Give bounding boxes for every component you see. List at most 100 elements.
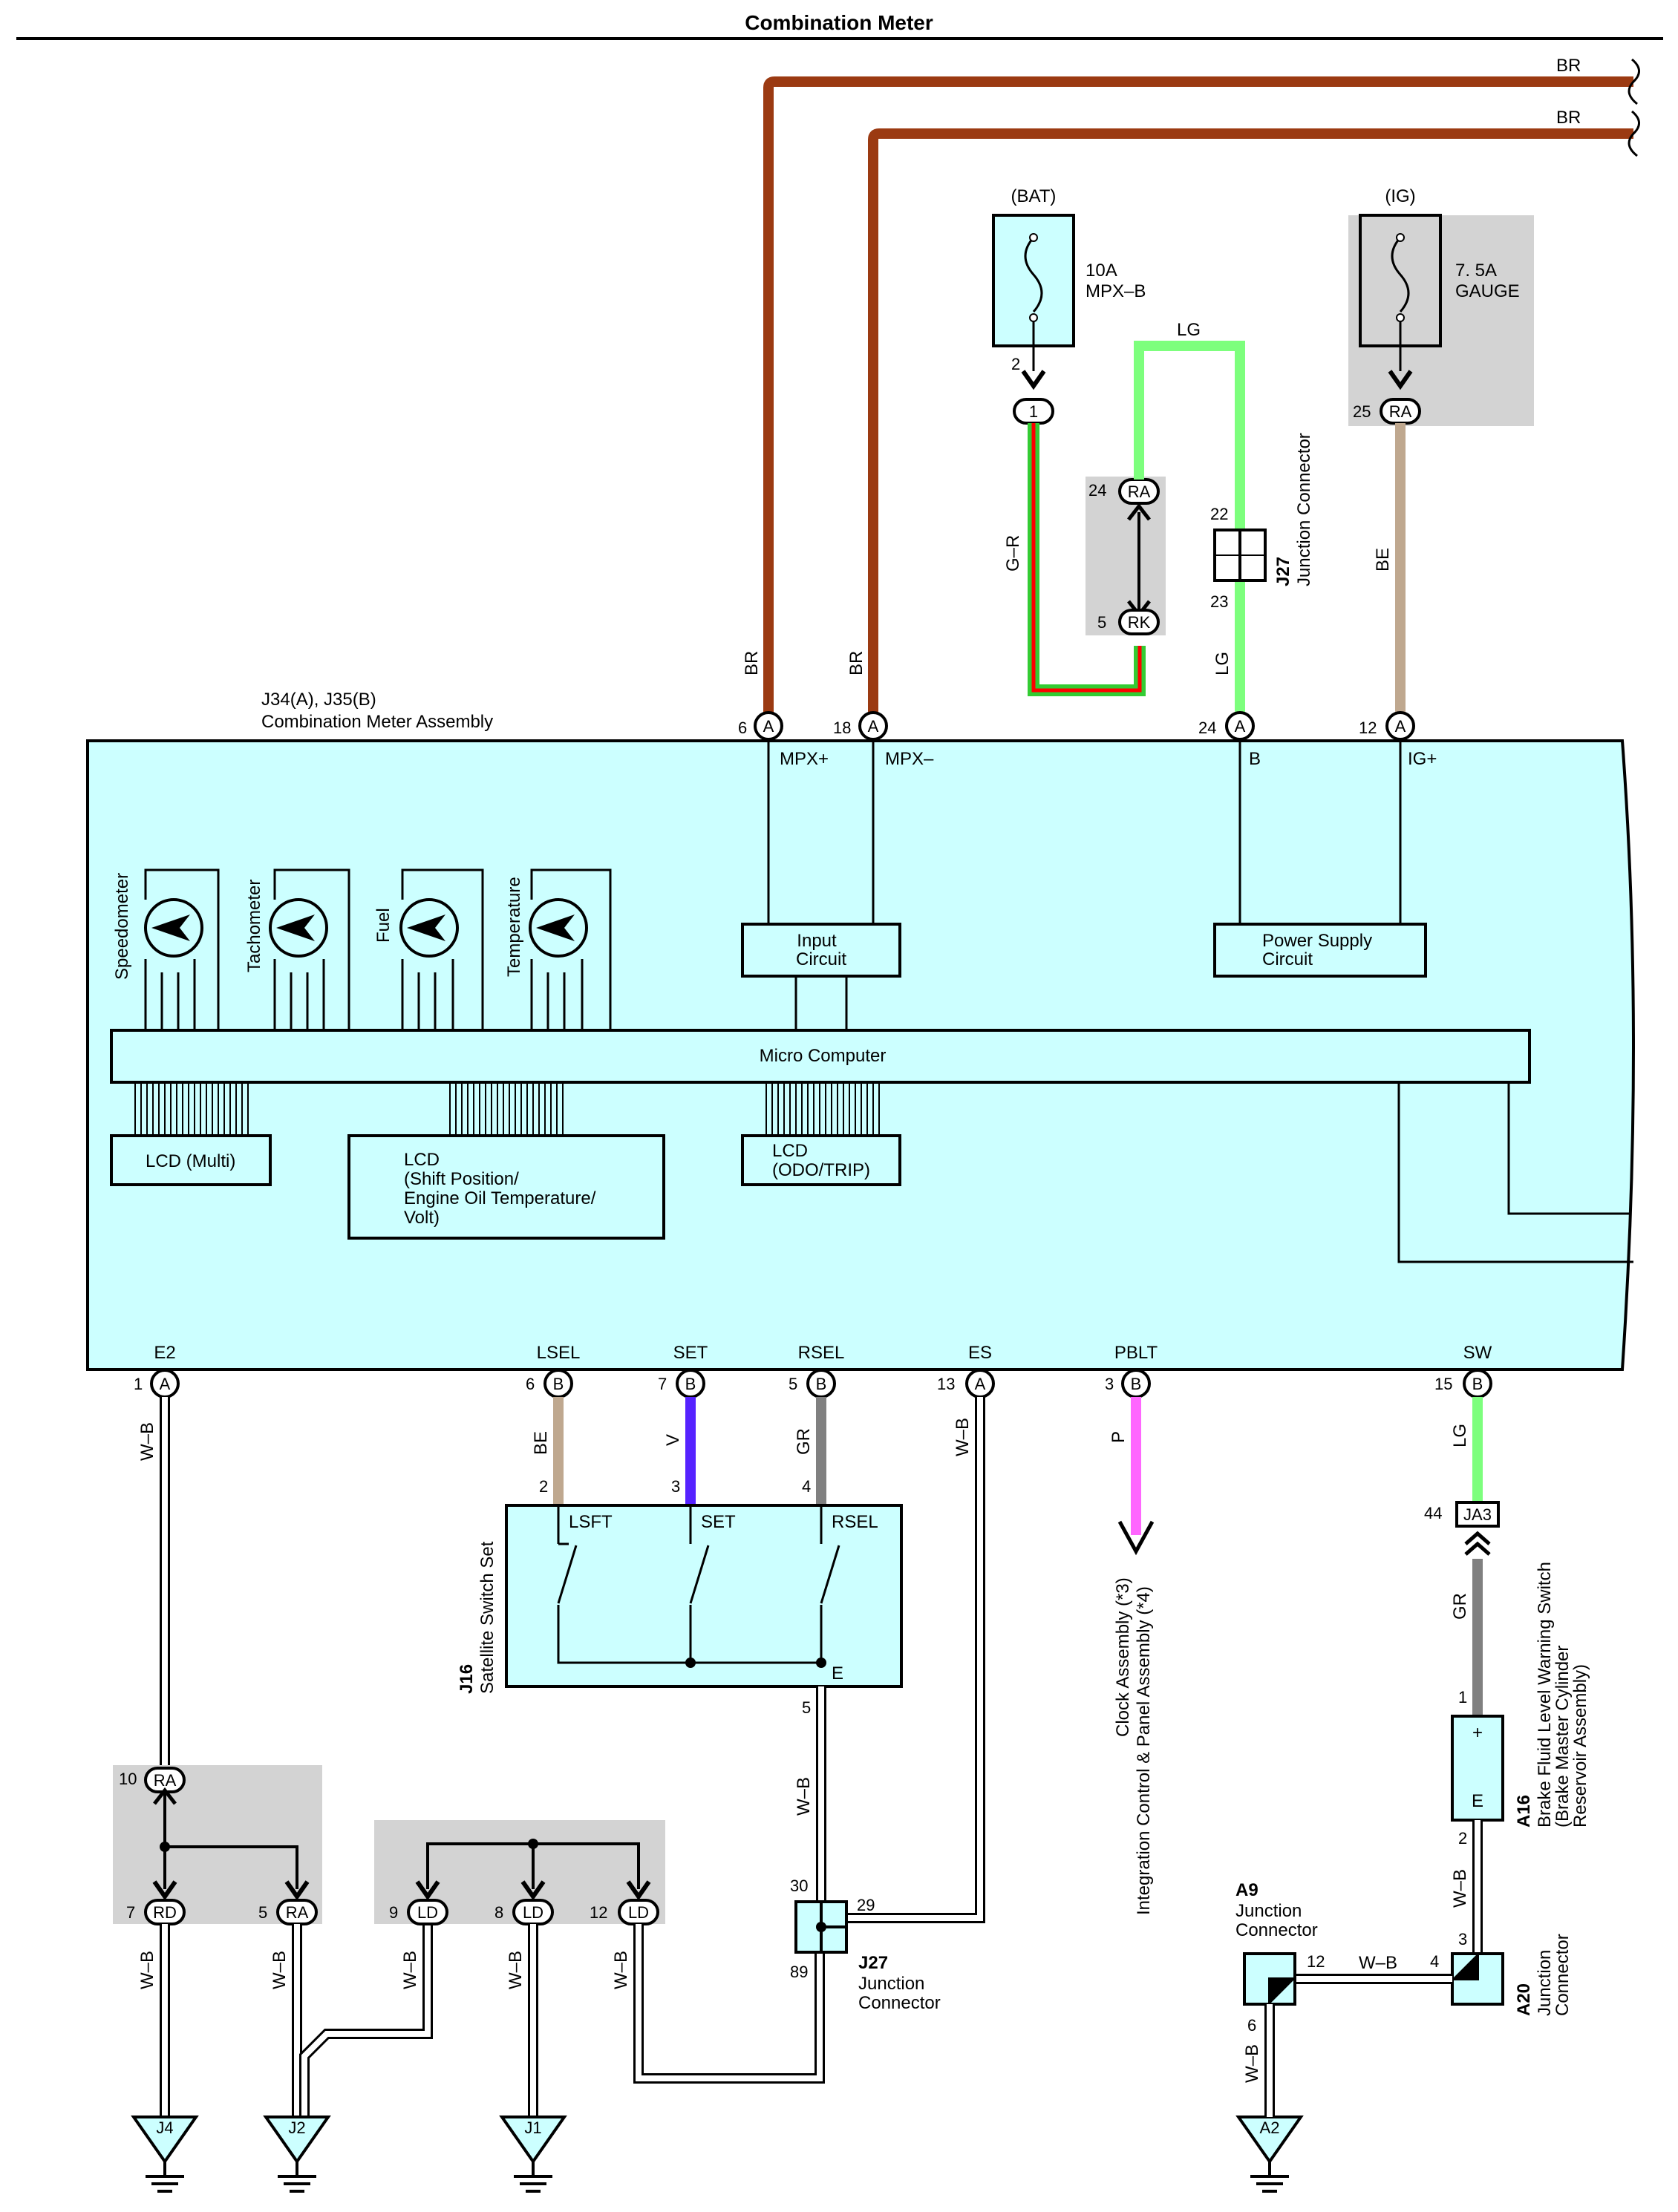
svg-text:PBLT: PBLT (1114, 1343, 1158, 1363)
svg-text:Circuit: Circuit (796, 949, 846, 969)
input-circuit-block (741, 923, 901, 978)
svg-text:Connector: Connector (1553, 1934, 1573, 2016)
svg-text:W–B: W–B (953, 1418, 973, 1456)
fuse-bat-arrow (1021, 370, 1046, 390)
svg-text:MPX–: MPX– (885, 749, 934, 769)
svg-text:Junction: Junction (1235, 1901, 1302, 1921)
svg-text:ES: ES (968, 1343, 992, 1363)
svg-text:44: 44 (1424, 1504, 1442, 1522)
svg-text:12: 12 (590, 1903, 607, 1922)
bottom-terminal-pblt: PBLT 3 B (1105, 1343, 1158, 1398)
svg-text:1: 1 (1458, 1688, 1467, 1707)
wire-label-gr: G–R (1003, 535, 1023, 572)
j27-bottom-id: J27 (858, 1953, 888, 1973)
bus-label-2: BR (1556, 108, 1581, 128)
svg-text:A: A (975, 1375, 986, 1393)
j27-top-id: J27 (1273, 557, 1293, 586)
fuse-ig-rating: 7. 5A (1455, 261, 1497, 281)
svg-text:LCD: LCD (772, 1141, 808, 1161)
svg-text:Temperature: Temperature (504, 877, 524, 977)
svg-text:Volt): Volt) (404, 1208, 440, 1228)
svg-text:(ODO/TRIP): (ODO/TRIP) (772, 1160, 870, 1180)
svg-text:6: 6 (1247, 2016, 1256, 2035)
svg-text:3: 3 (671, 1477, 680, 1496)
ground-j2: J2 (263, 2116, 331, 2193)
svg-text:A: A (1235, 717, 1246, 736)
gauge-fuel: Fuel (373, 868, 484, 1030)
svg-text:4: 4 (1430, 1952, 1439, 1971)
svg-text:Fuel: Fuel (373, 908, 394, 943)
svg-text:10: 10 (119, 1770, 137, 1788)
svg-text:A: A (1395, 717, 1406, 736)
svg-text:13: 13 (937, 1375, 955, 1393)
svg-text:15: 15 (1434, 1375, 1452, 1393)
svg-text:12: 12 (1307, 1952, 1325, 1971)
svg-text:(Brake Master Cylinder: (Brake Master Cylinder (1553, 1646, 1573, 1827)
ground-j4: J4 (131, 2116, 199, 2193)
svg-text:1: 1 (134, 1375, 143, 1393)
clock-assembly-label: Clock Assembly (*3) (1113, 1577, 1133, 1737)
wire-break-symbol (1628, 58, 1640, 157)
svg-text:W–B: W–B (1242, 2044, 1262, 2083)
power-supply-block (1213, 923, 1427, 978)
svg-text:LD: LD (628, 1903, 649, 1922)
fuse-ig-source: (IG) (1385, 186, 1415, 206)
svg-text:LSEL: LSEL (537, 1343, 581, 1363)
wire-label-lg-loop: LG (1177, 320, 1201, 340)
svg-text:3: 3 (1458, 1930, 1467, 1948)
svg-text:9: 9 (389, 1903, 398, 1922)
svg-text:GR: GR (1450, 1593, 1470, 1620)
svg-text:12: 12 (1359, 719, 1377, 737)
svg-text:J4: J4 (156, 2118, 173, 2137)
svg-text:B: B (553, 1375, 564, 1393)
svg-text:7: 7 (126, 1903, 135, 1922)
svg-text:24: 24 (1088, 481, 1106, 500)
satellite-switch-name: Satellite Switch Set (477, 1541, 497, 1694)
lcd-shift-block (347, 1134, 665, 1240)
svg-text:LG: LG (1450, 1424, 1470, 1447)
bottom-terminal-es: ES 13 A (937, 1343, 995, 1398)
svg-text:V: V (663, 1434, 683, 1446)
svg-text:RA: RA (1128, 482, 1151, 501)
svg-text:SW: SW (1463, 1343, 1492, 1363)
svg-text:RA: RA (1389, 402, 1412, 421)
brake-switch-id: A16 (1514, 1795, 1534, 1827)
svg-text:25: 25 (1353, 402, 1371, 421)
svg-text:Micro Computer: Micro Computer (760, 1046, 887, 1066)
br-wire-mpx-plus (763, 76, 1633, 713)
svg-text:A: A (868, 717, 879, 736)
svg-text:RSEL: RSEL (798, 1343, 845, 1363)
svg-text:MPX+: MPX+ (780, 749, 829, 769)
assembly-name: Combination Meter Assembly (261, 712, 493, 732)
panel-assembly-label: Integration Control & Panel Assembly (*4… (1134, 1586, 1154, 1915)
svg-text:BE: BE (531, 1431, 551, 1455)
svg-text:W–B: W–B (794, 1777, 814, 1816)
svg-text:A: A (160, 1375, 171, 1393)
svg-text:LCD: LCD (404, 1150, 440, 1170)
svg-text:Power Supply: Power Supply (1262, 931, 1372, 951)
svg-text:Brake Fluid Level Warning Swit: Brake Fluid Level Warning Switch (1535, 1562, 1555, 1827)
svg-text:6: 6 (526, 1375, 535, 1393)
svg-text:RD: RD (153, 1903, 177, 1922)
svg-text:7: 7 (658, 1375, 667, 1393)
svg-text:SET: SET (673, 1343, 708, 1363)
svg-text:Circuit: Circuit (1262, 949, 1313, 969)
svg-text:22: 22 (1210, 505, 1228, 523)
svg-text:W–B: W–B (1359, 1953, 1397, 1973)
svg-text:18: 18 (833, 719, 851, 737)
svg-text:J1: J1 (524, 2118, 541, 2137)
svg-text:Connector: Connector (858, 1993, 941, 2013)
svg-text:A2: A2 (1260, 2118, 1280, 2137)
assembly-id: J34(A), J35(B) (261, 690, 376, 710)
svg-text:E: E (832, 1663, 843, 1683)
svg-text:Input: Input (797, 931, 837, 951)
br-wire-mpx-minus (868, 128, 1633, 713)
svg-text:P: P (1109, 1431, 1129, 1443)
wire-label-br-1: BR (742, 651, 762, 675)
svg-text:30: 30 (790, 1876, 808, 1895)
gauge-speedometer: Speedometer (112, 868, 220, 1030)
svg-text:89: 89 (790, 1963, 808, 1981)
fuse-bat-name: MPX–B (1086, 281, 1146, 301)
bus-label-1: BR (1556, 56, 1581, 76)
